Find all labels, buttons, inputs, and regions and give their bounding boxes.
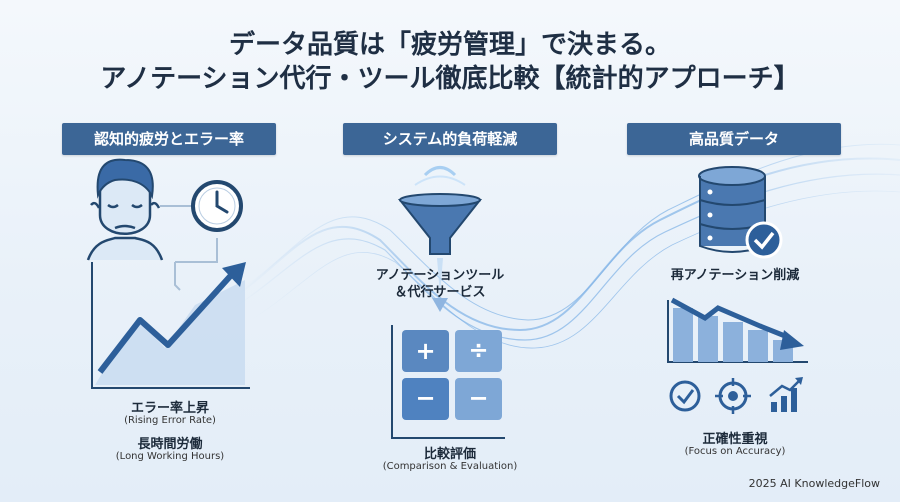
- funnel-icon: [397, 166, 483, 312]
- calculator-icon: [391, 325, 505, 439]
- column-header-system: システム的負荷軽減: [343, 123, 557, 155]
- page-title-line1: データ品質は「疲労管理」で決まる。: [228, 30, 671, 60]
- label-comparison-en: (Comparison & Evaluation): [382, 461, 518, 472]
- label-rising-error-rate-en: (Rising Error Rate): [124, 415, 216, 426]
- column-header-quality: 高品質データ: [627, 123, 841, 155]
- label-comparison: 比較評価: [423, 447, 476, 462]
- database-check-icon: [698, 166, 783, 259]
- label-tools: アノテーションツール: [375, 268, 505, 283]
- calc-minus-2: −: [468, 384, 489, 412]
- calc-divide: ÷: [468, 336, 489, 364]
- growth-bars-icon: [769, 377, 803, 412]
- column-header-fatigue: 認知的疲労とエラー率: [62, 123, 276, 155]
- label-long-working-hours: 長時間労働: [137, 437, 203, 452]
- clock-icon: [191, 180, 243, 232]
- rising-chart-icon: [91, 262, 250, 389]
- label-rising-error-rate: エラー率上昇: [130, 401, 209, 416]
- label-services: ＆代行サービス: [394, 285, 486, 300]
- target-icon: [715, 378, 751, 414]
- page-title-line2: アノテーション代行・ツール徹底比較【統計的アプローチ】: [100, 64, 800, 94]
- connector-lines: [160, 205, 218, 291]
- calc-minus-1: −: [415, 384, 436, 412]
- check-circle-icon: [669, 380, 701, 412]
- calc-plus: +: [415, 337, 436, 365]
- tired-face-icon: [86, 158, 164, 261]
- label-focus-accuracy-en: (Focus on Accuracy): [684, 446, 786, 457]
- label-focus-accuracy: 正確性重視: [702, 432, 768, 447]
- footer-credit: 2025 AI KnowledgeFlow: [748, 477, 880, 490]
- falling-bar-chart-icon: [667, 297, 808, 363]
- label-long-working-hours-en: (Long Working Hours): [115, 451, 225, 462]
- label-reannotation-reduction: 再アノテーション削減: [670, 268, 800, 283]
